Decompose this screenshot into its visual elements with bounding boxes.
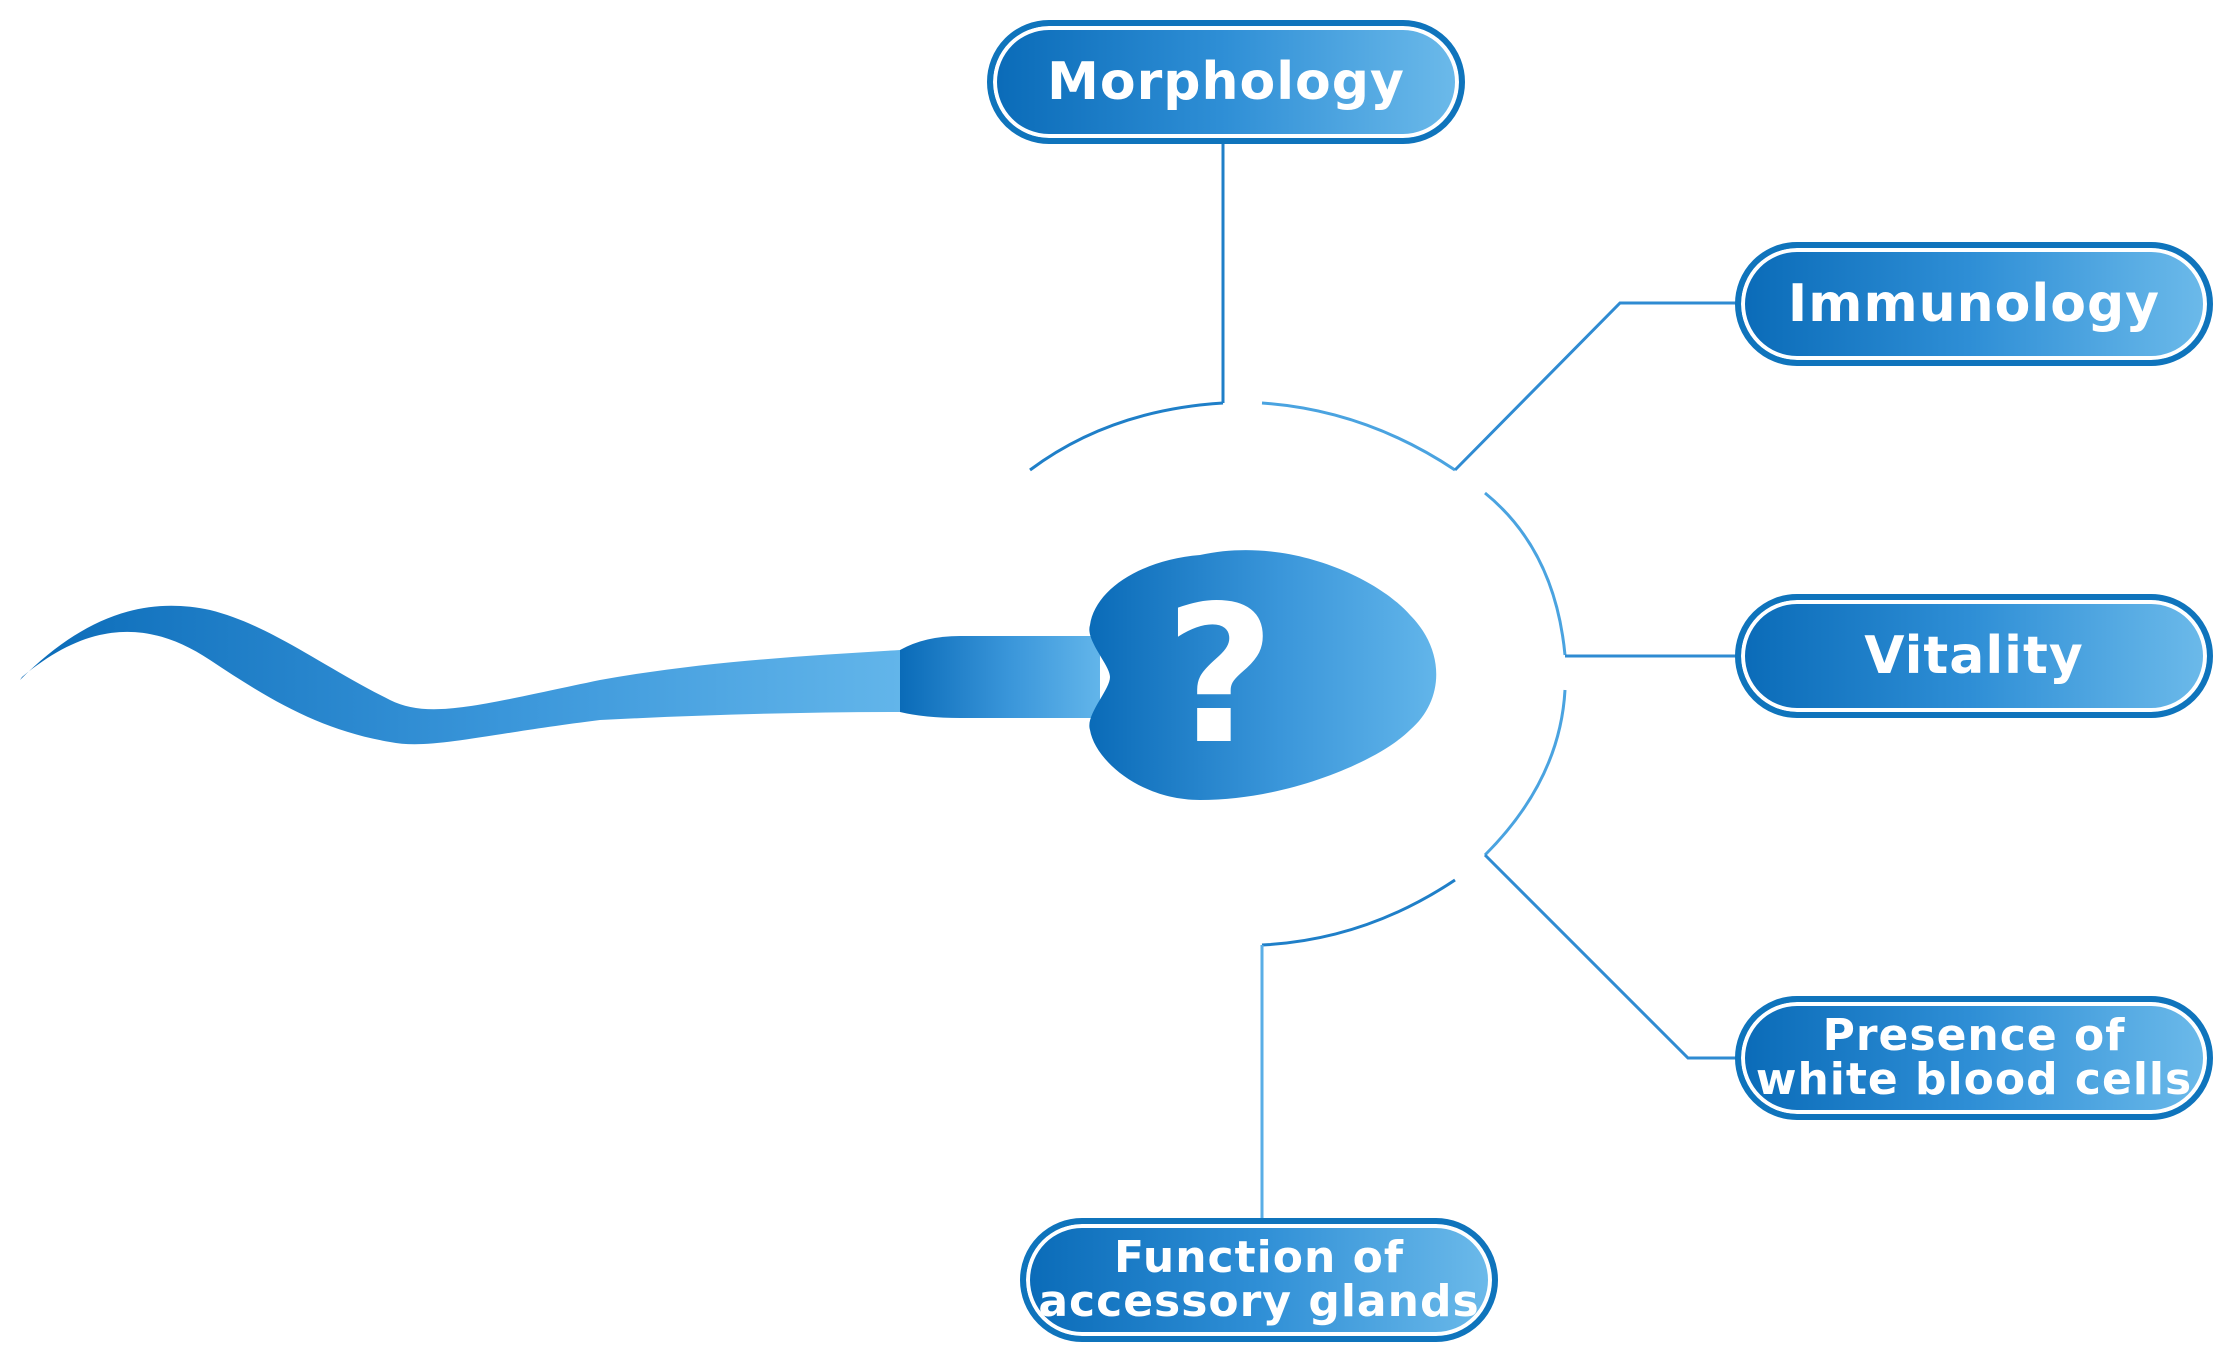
node-immunology-label: Immunology — [1787, 274, 2161, 334]
ring-arcs — [1029, 401, 1567, 947]
node-accessory-glands-label: Function of accessory glands — [1038, 1232, 1480, 1327]
node-vitality: Vitality — [1735, 594, 2213, 718]
node-white-blood-cells: Presence of white blood cells — [1735, 996, 2213, 1120]
node-morphology: Morphology — [987, 20, 1465, 144]
connector-lines — [1221, 142, 1738, 1220]
ring-arc-bottom — [1261, 878, 1456, 947]
ring-arc-top-right — [1261, 401, 1456, 472]
connector-white-blood-cells — [1483, 853, 1738, 1060]
node-immunology: Immunology — [1735, 242, 2213, 366]
node-white-blood-cells-label: Presence of white blood cells — [1755, 1010, 2193, 1105]
node-vitality-label: Vitality — [1864, 626, 2084, 686]
sperm-midpiece — [900, 636, 1100, 718]
ring-arc-right-lower — [1483, 689, 1567, 857]
connector-immunology — [1453, 301, 1738, 472]
sperm-head — [1089, 550, 1437, 800]
ring-arc-right-upper — [1484, 491, 1567, 656]
node-morphology-label: Morphology — [1047, 52, 1405, 112]
question-mark: ? — [1164, 564, 1276, 786]
node-accessory-glands: Function of accessory glands — [1020, 1218, 1498, 1342]
sperm-tail — [20, 605, 900, 745]
ring-arc-top-left — [1029, 401, 1224, 472]
